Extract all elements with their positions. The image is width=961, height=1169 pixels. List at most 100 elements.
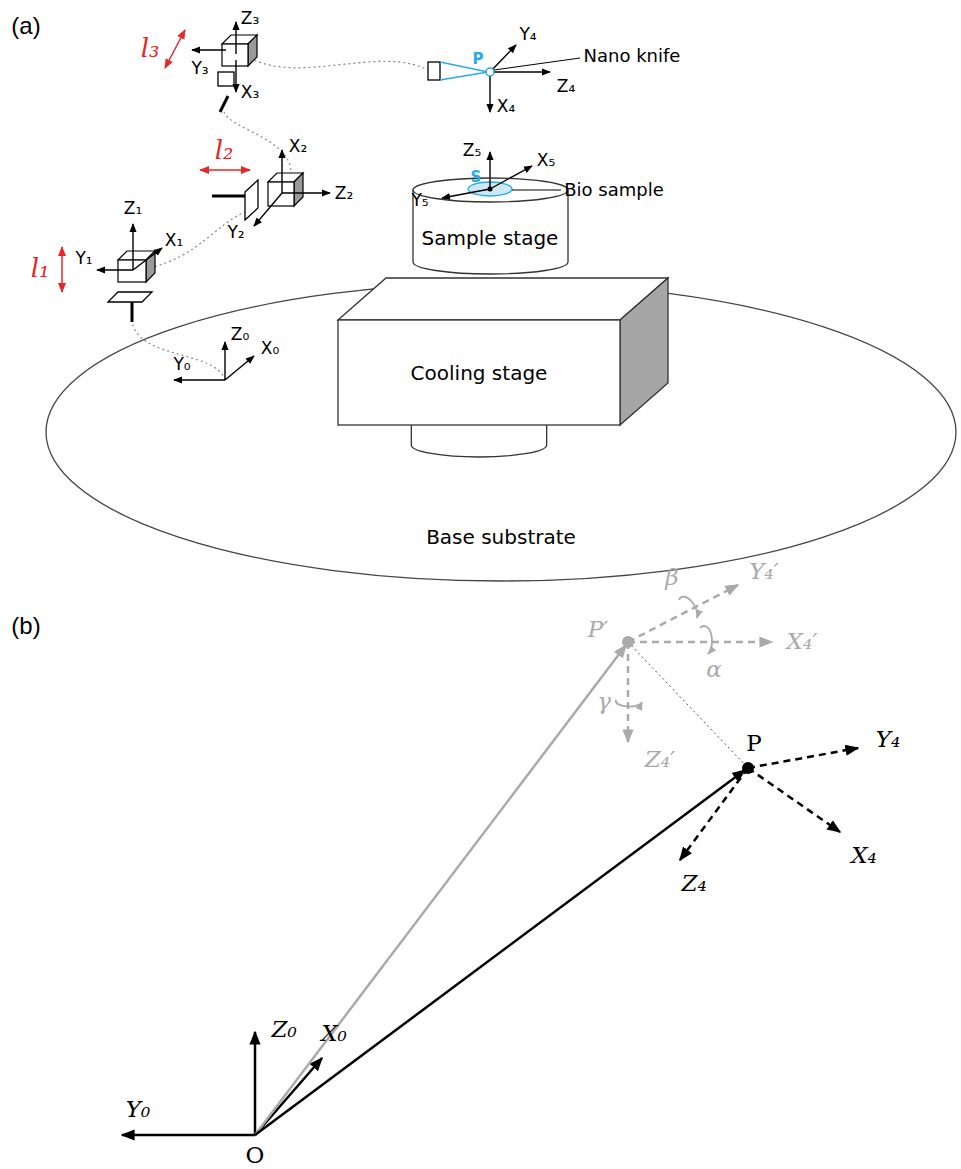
box-side [620,278,668,425]
frame-axes [281,150,282,193]
label-holder: X₂ [289,137,307,156]
stage-block [222,44,248,66]
substrate-outline [46,283,956,581]
actual-frame-axes [680,768,748,860]
label-holder: P [746,731,761,756]
label-holder: Y₀ [173,355,190,374]
linear-stage-3 [218,72,234,86]
axis-label: Y₀ [126,1096,150,1122]
base-axes [254,1032,257,1135]
axis-label: P′ [588,616,609,642]
label-holder: P′ [588,617,609,642]
callout-label: Bio sample [564,179,664,200]
axis-label: X₁ [165,230,183,250]
tool-point [486,68,494,76]
panel-label: (b) [11,612,40,639]
joint-variable: l₂ [215,135,234,165]
rotation-arrow [616,700,642,707]
nominal-frame-axes [628,641,772,644]
label-holder: Z₄′ [645,747,675,772]
label-holder: Y₄′ [749,559,779,584]
position-vector [255,770,745,1135]
label-holder: Y₃ [191,59,208,78]
label-holder: S [471,167,482,186]
frame-axes [489,72,490,112]
nano-knife [428,62,440,80]
stage-block [294,173,303,206]
label-holder: O [246,1143,265,1168]
stage-foot [411,425,546,457]
frame-axes [192,22,236,92]
axis-label: Z₄′ [645,746,675,772]
label-holder: Z₃ [241,9,259,28]
frame-axes [225,356,254,380]
label-holder: Y₂ [227,223,244,242]
travel-arrow [61,247,63,292]
axis-label: X₀ [321,1020,347,1046]
linear-stage-3 [218,72,234,112]
nominal-frame-axes [628,585,738,642]
frame-axes [442,152,532,198]
frame-axes [192,49,226,50]
nominal-frame-axes [628,585,772,742]
axis-label: Y₄ [876,726,900,752]
label-holder: l₃ [141,34,160,63]
label-holder: Y₀ [126,1097,150,1122]
box-top [338,278,668,320]
rotation-arrow [616,597,712,707]
axis-label: X₂ [289,136,307,156]
nominal-point [622,636,634,648]
axis-label: X₄ [851,842,877,868]
label-holder: Z₄ [557,77,575,96]
panel-label: (a) [11,12,40,39]
label-holder: α [706,657,722,682]
cooling-stage: Cooling stage [338,320,620,425]
axis-label: Y₂ [227,222,244,242]
label-holder: Y₁ [75,249,92,268]
label-holder: (a) [11,13,40,39]
travel-arrow [200,169,250,171]
point-label: P [746,730,761,756]
axis-label: α [706,656,722,682]
actual-frame-axes [748,768,840,832]
axis-label: Z₀ [231,324,249,344]
frame-axes [174,379,225,380]
chain-link [150,212,245,268]
axis-label: β [665,564,678,590]
axis-label: Z₃ [241,8,259,28]
label-holder: Bio sample [564,180,664,200]
base-axes [122,1134,255,1137]
sample-stage-outline [412,178,569,274]
axis-label: X₅ [537,150,555,170]
label-holder: X₄′ [787,629,818,654]
frame-axes [132,224,133,270]
stage-block [222,35,257,66]
linear-stage-1 [108,292,152,302]
base-substrate: Base substrate Cooling stage [45,282,957,582]
label-holder: Y₄ [876,727,900,752]
frame-axes [442,189,490,198]
rotation-arrow [679,597,697,618]
leader-line [512,190,561,191]
callout-label: Nano knife [584,45,681,66]
chain-link [250,58,428,70]
point-label: P [473,50,484,68]
node-label: Base substrate [426,526,576,548]
label-holder: X₁ [165,231,183,250]
label-holder: Z₀ [231,325,249,344]
axis-label: Y₄′ [749,558,779,584]
label-holder: (b) [11,613,40,639]
axis-label: Y₅ [411,190,428,210]
box-front [338,320,620,425]
axis-label: Z₁ [124,198,142,218]
linear-stage-1 [131,302,134,322]
frame-axes [282,192,330,193]
frame-axes [133,248,162,270]
node-label: Cooling stage [411,362,548,384]
rotation-arrow [700,626,712,654]
label-holder: P [473,49,484,68]
label-holder: β [665,565,678,590]
frame-axes [97,269,133,270]
